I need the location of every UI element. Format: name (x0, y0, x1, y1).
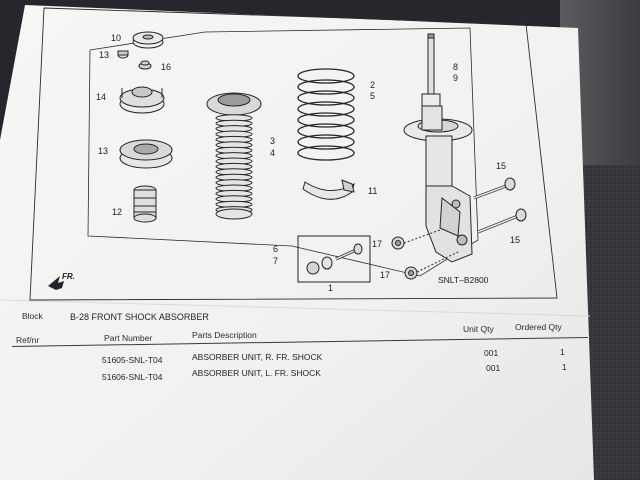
callout-9: 9 (453, 73, 459, 83)
spring-coil (297, 134, 355, 150)
part-bolt-upper (473, 177, 516, 200)
row-ordered-qty: 1 (562, 362, 567, 372)
callout-14: 14 (96, 92, 107, 102)
part-coil-spring (297, 68, 355, 161)
part-mount-bearing (119, 139, 173, 169)
part-bolt-lower (477, 208, 527, 234)
paper-sheet (0, 5, 594, 480)
callout-12: 12 (112, 207, 123, 217)
callout-16: 16 (161, 62, 172, 72)
header-ref: Ref/nr (16, 335, 40, 345)
callout-6: 6 (273, 244, 279, 254)
row-ordered-qty: 1 (560, 347, 565, 357)
callout-11: 11 (368, 186, 378, 196)
callout-13-top: 13 (99, 50, 110, 60)
callout-3: 3 (270, 136, 276, 146)
callout-17-lower: 17 (380, 270, 391, 280)
row-part-number: 51606-SNL-T04 (102, 372, 163, 382)
callout-13-mid: 13 (98, 146, 109, 156)
spring-coil (297, 90, 355, 106)
part-flange-nut (117, 50, 129, 59)
direction-label: FR. (62, 272, 75, 281)
header-part-number: Part Number (104, 333, 153, 343)
callout-1: 1 (328, 283, 334, 293)
part-spring-seat (302, 179, 355, 200)
spring-coil (297, 112, 355, 128)
row-unit-qty: 001 (484, 348, 499, 358)
part-nut-lower (404, 251, 459, 280)
row-description: ABSORBER UNIT, L. FR. SHOCK (192, 368, 321, 378)
callout-4: 4 (270, 148, 276, 158)
callout-8: 8 (453, 62, 459, 72)
callout-7: 7 (273, 256, 279, 266)
spring-coil (297, 123, 355, 139)
callout-5: 5 (370, 91, 376, 101)
row-part-number: 51605-SNL-T04 (102, 355, 163, 365)
part-bump-stop (133, 185, 157, 223)
callout-2: 2 (370, 80, 376, 90)
callout-17-upper: 17 (372, 239, 383, 249)
part-dust-boot (206, 92, 262, 220)
callout-15-upper: 15 (496, 161, 507, 171)
parts-list-title: B-28 FRONT SHOCK ABSORBER (70, 312, 209, 322)
direction-arrow-icon (48, 276, 64, 290)
spring-coil (297, 145, 355, 161)
row-description: ABSORBER UNIT, R. FR. SHOCK (192, 352, 323, 362)
callout-10: 10 (111, 33, 122, 43)
row-unit-qty: 001 (486, 363, 501, 373)
part-bolt-set (297, 235, 371, 283)
spring-coil (297, 68, 355, 84)
part-washer (138, 60, 152, 70)
part-strut (403, 33, 473, 263)
diagram-frame (29, 7, 558, 301)
group-label: Block (22, 311, 43, 321)
part-top-cap (132, 31, 164, 49)
header-unit-qty: Unit Qty (463, 324, 494, 334)
part-strut-mount (119, 86, 165, 114)
part-nut-upper (391, 229, 441, 250)
spring-coil (297, 101, 355, 117)
header-description: Parts Description (192, 330, 257, 340)
spring-coil (297, 79, 355, 95)
callout-15-lower: 15 (510, 235, 521, 245)
header-ordered-qty: Ordered Qty (515, 322, 562, 332)
paper-fold (0, 299, 591, 317)
diagram-reference-code: SNLT–B2800 (438, 275, 489, 285)
